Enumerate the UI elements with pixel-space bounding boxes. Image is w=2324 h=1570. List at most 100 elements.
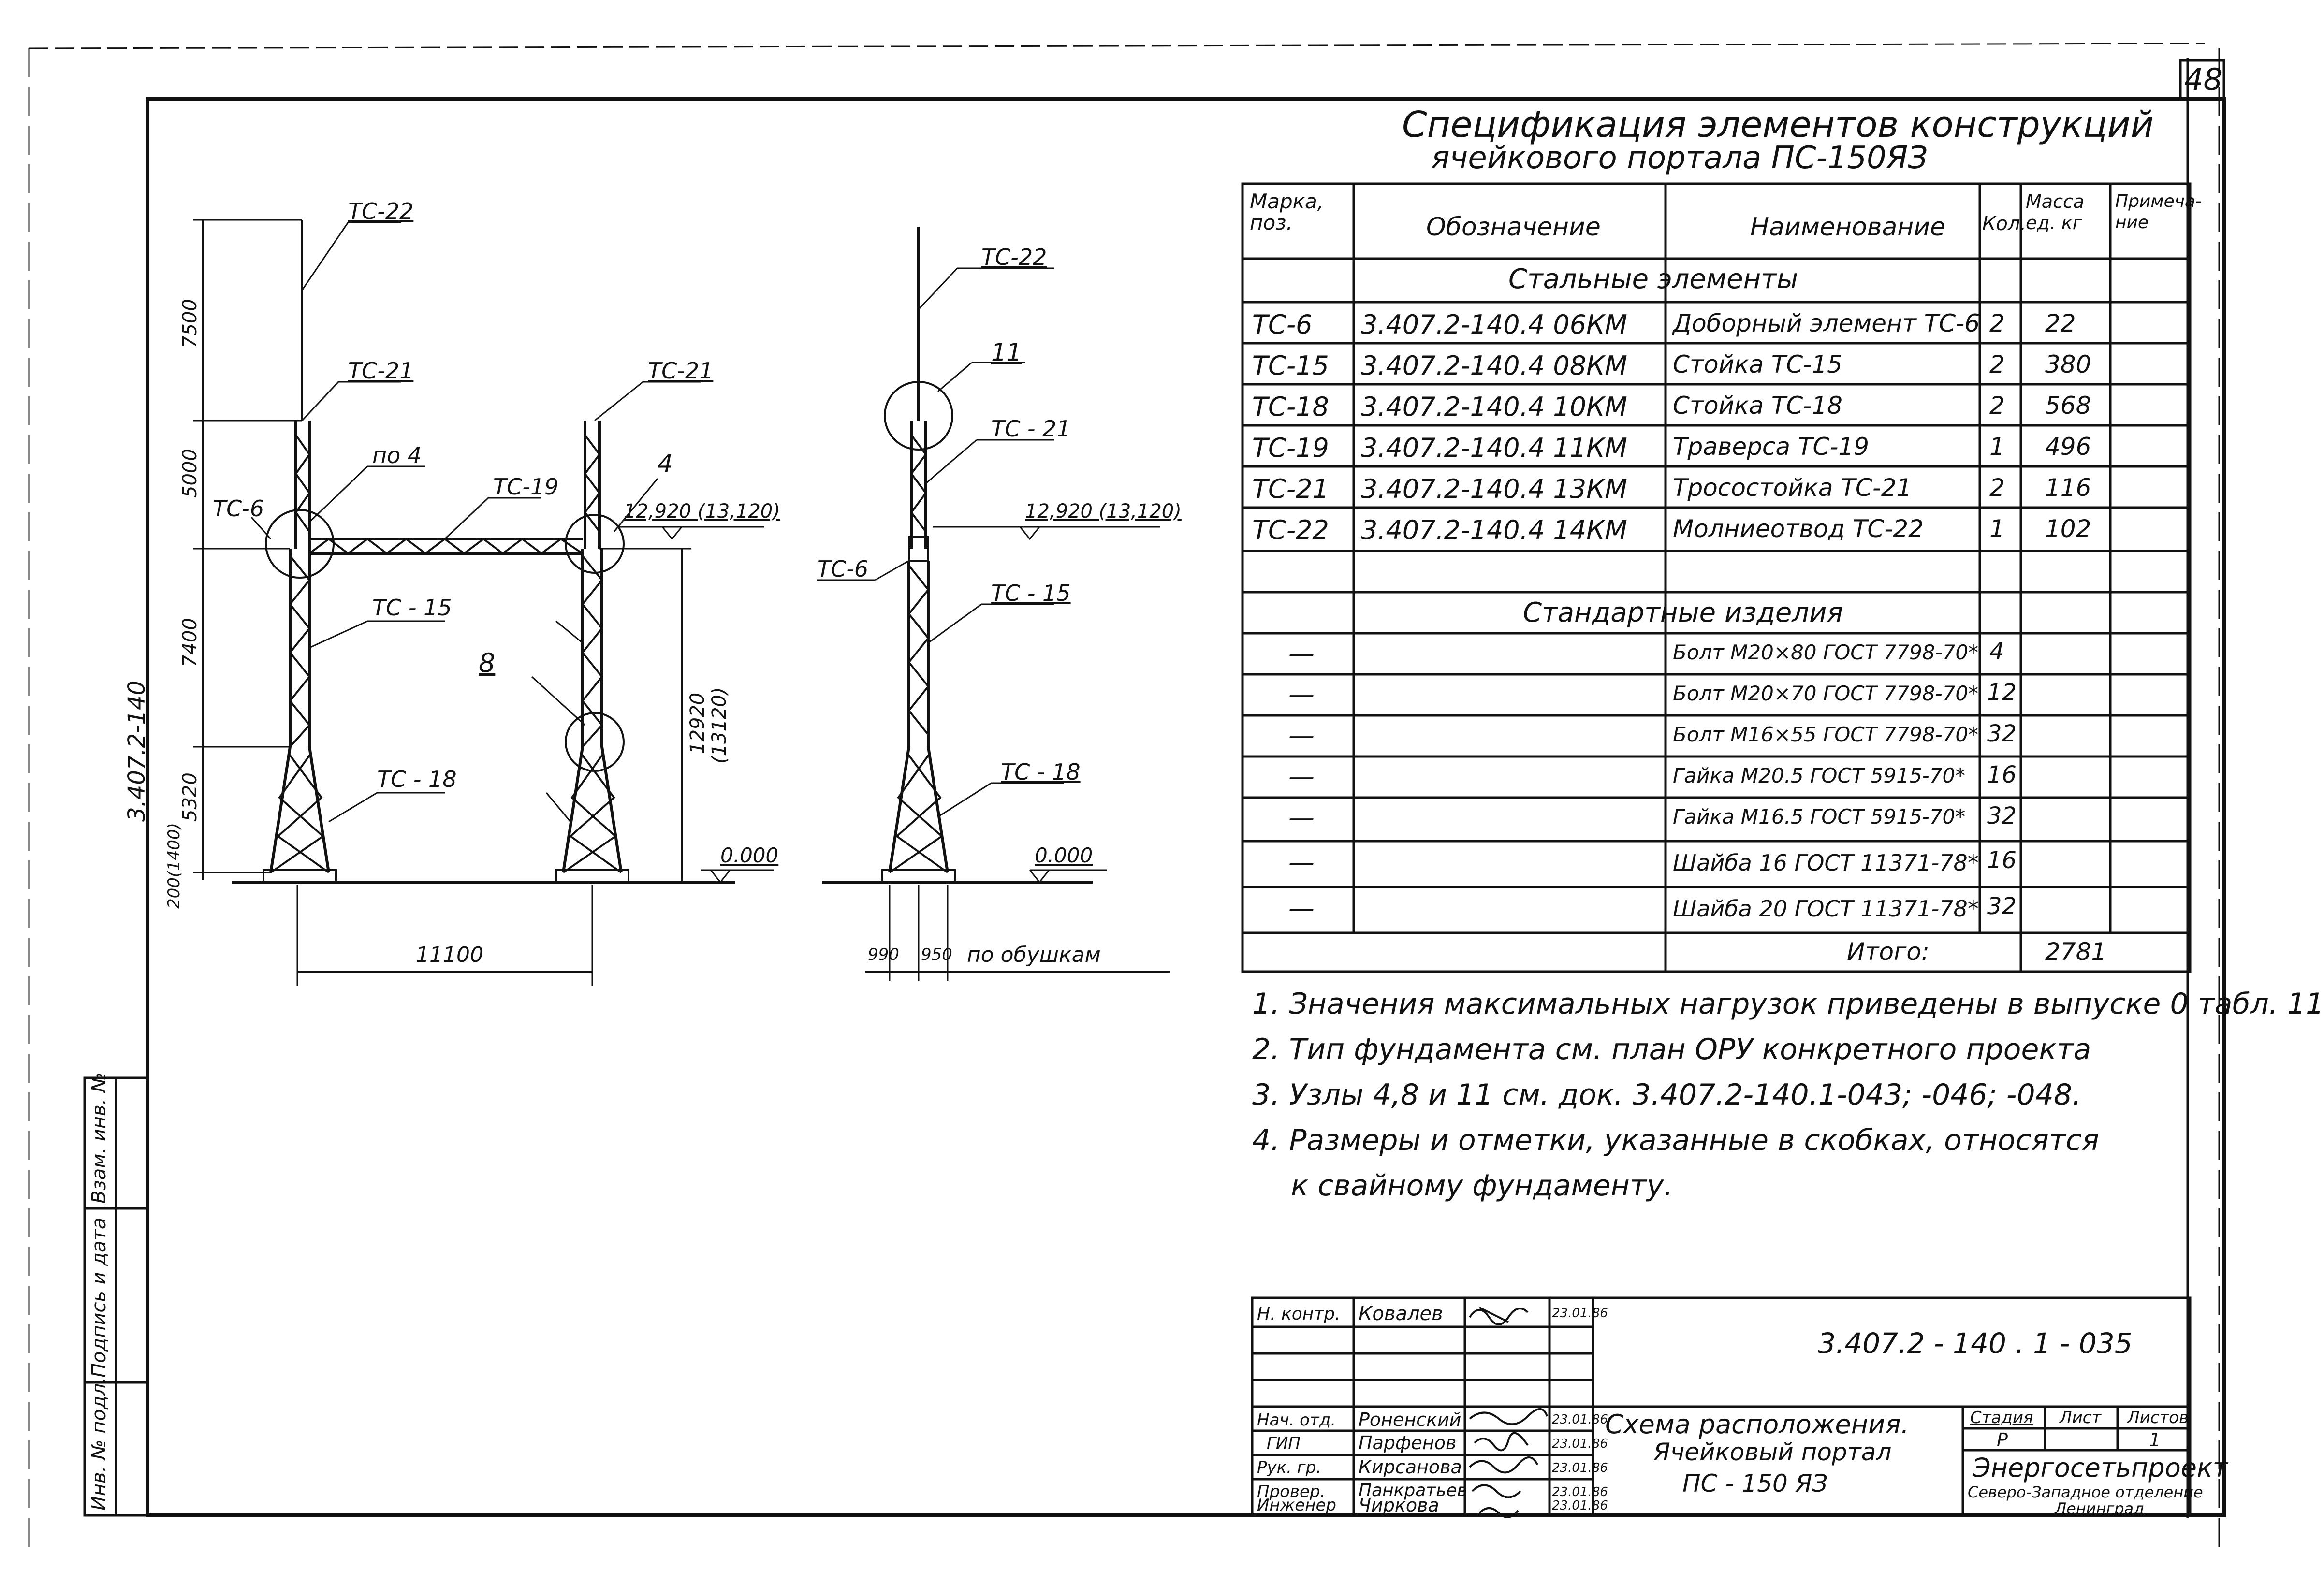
sig-name: Ковалев (1359, 1303, 1443, 1325)
sig-role: Нач. отд. (1257, 1410, 1336, 1430)
row-mass: 102 (2045, 515, 2091, 543)
header-designation: Обозначение (1426, 213, 1601, 242)
header-mass: Масса ед. кг (2026, 191, 2085, 233)
row-designation: 3.407.2-140.4 06КМ (1361, 309, 1627, 340)
row-name: Шайба 16 ГОСТ 11371-78* (1673, 850, 1979, 876)
label-po4: по 4 (372, 442, 422, 468)
label-tc18: ТС - 18 (377, 766, 457, 792)
section-standard: Стандартные изделия (1523, 597, 1843, 628)
row-name: Тросостойка ТС-21 (1673, 474, 1912, 502)
total-value: 2781 (2045, 938, 2107, 966)
row-mark: ТС-22 (1252, 515, 1329, 545)
row-designation: 3.407.2-140.4 11КМ (1361, 433, 1627, 463)
row-mark: ТС-21 (1252, 474, 1329, 504)
desc-line2: Ячейковый портал (1653, 1438, 1892, 1466)
dim-950: 950 (921, 945, 952, 964)
row-name: Болт М16×55 ГОСТ 7798-70* (1673, 723, 1979, 746)
row-qty: 16 (1987, 761, 2017, 788)
label-tc19: ТС-19 (493, 474, 559, 500)
sig-name: Парфенов (1359, 1432, 1457, 1454)
header-qty: Кол. (1982, 213, 2027, 235)
org-sub1: Северо-Западное отделение (1968, 1483, 2203, 1501)
dim-7400: 7400 (179, 618, 201, 667)
row-mark: — (1288, 761, 1315, 792)
sig-date: 23.01.86 (1552, 1412, 1608, 1427)
row-designation: 3.407.2-140.4 10КМ (1361, 392, 1627, 422)
row-name: Гайка М20.5 ГОСТ 5915-70* (1673, 764, 1966, 787)
side-box-inv: Инв. № подл. (88, 1377, 110, 1511)
row-qty: 32 (1987, 720, 2017, 747)
sig-role: Рук. гр. (1257, 1458, 1322, 1477)
dim-990: 990 (868, 945, 899, 964)
sig-name: Панкратьев (1359, 1481, 1467, 1500)
row-mass: 22 (2045, 309, 2076, 337)
label-8: 8 (479, 648, 496, 678)
header-note: Примеча- ние (2115, 191, 2202, 233)
row-qty: 12 (1987, 679, 2017, 706)
dim-height: 12920 (687, 692, 709, 754)
desc-line1: Схема расположения. (1605, 1409, 1909, 1439)
row-mark: — (1288, 679, 1315, 710)
dim-5320: 5320 (179, 772, 201, 822)
row-qty: 1 (1989, 515, 2005, 543)
row-qty: 2 (1989, 474, 2005, 502)
header-name: Наименование (1750, 213, 1946, 242)
row-designation: 3.407.2-140.4 14КМ (1361, 515, 1627, 545)
label-tc21-right: ТС-21 (648, 358, 714, 384)
row-qty: 2 (1989, 392, 2005, 420)
spec-title-line2: ячейкового портала ПС-150ЯЗ (1431, 140, 1928, 176)
side-box-podpis: Подпись и дата (88, 1217, 110, 1378)
sheet-number: 48 (2184, 62, 2222, 97)
row-name: Болт М20×80 ГОСТ 7798-70* (1673, 640, 1979, 664)
label-tc22-side: ТС-22 (981, 244, 1047, 270)
sheet-label: Лист (2060, 1408, 2102, 1427)
note-4: 4. Размеры и отметки, указанные в скобка… (1252, 1123, 2099, 1157)
row-name: Молниеотвод ТС-22 (1673, 515, 1924, 543)
dim-span: 11100 (416, 943, 483, 967)
notes: 1. Значения максимальных нагрузок привед… (1252, 981, 2324, 1208)
elev-zero-left: 0.000 (720, 843, 779, 867)
row-mark: — (1288, 802, 1315, 833)
note-3: 3. Узлы 4,8 и 11 см. док. 3.407.2-140.1-… (1252, 1078, 2082, 1112)
row-qty: 2 (1989, 309, 2005, 337)
row-mark: ТС-6 (1252, 309, 1313, 340)
label-4: 4 (658, 450, 673, 478)
label-tc21: ТС-21 (348, 358, 414, 384)
row-mark: — (1288, 847, 1315, 877)
row-mass: 496 (2045, 433, 2091, 461)
note-5: к свайному фундаменту. (1291, 1169, 1673, 1203)
sig-date: 23.01.86 (1552, 1461, 1608, 1475)
label-tc6: ТС-6 (213, 495, 264, 522)
sig-date: 23.01.86 (1552, 1437, 1608, 1451)
sheets-label: Листов (2127, 1408, 2189, 1427)
sig-name: Чиркова (1359, 1495, 1439, 1516)
note-1: 1. Значения максимальных нагрузок привед… (1252, 987, 2324, 1021)
dim-5000: 5000 (179, 449, 201, 498)
sheets-value: 1 (2149, 1429, 2161, 1451)
label-tc6-side: ТС-6 (817, 556, 869, 582)
sig-role: Н. контр. (1257, 1304, 1341, 1324)
dim-height-alt: (13120) (708, 687, 731, 764)
total-label: Итого: (1847, 938, 1929, 966)
side-box-vzam: Взам. инв. № (88, 1072, 110, 1204)
row-designation: 3.407.2-140.4 08КМ (1361, 350, 1627, 381)
row-name: Стойка ТС-18 (1673, 392, 1842, 420)
note-2: 2. Тип фундамента см. план ОРУ конкретно… (1252, 1032, 2091, 1066)
row-name: Гайка М16.5 ГОСТ 5915-70* (1673, 805, 1966, 829)
row-qty: 32 (1987, 802, 2017, 829)
desc-line3: ПС - 150 ЯЗ (1682, 1469, 1828, 1497)
label-tc21-side: ТС - 21 (991, 416, 1071, 442)
elev-top-side: 12,920 (13,120) (1025, 500, 1182, 523)
sig-name: Кирсанова (1359, 1456, 1462, 1478)
row-qty: 2 (1989, 350, 2005, 378)
sig-role: Провер. (1257, 1482, 1326, 1501)
sig-name: Роненский (1359, 1409, 1462, 1430)
row-qty: 32 (1987, 893, 2017, 920)
row-name: Траверса ТС-19 (1673, 433, 1870, 461)
dim-200: 200(1400) (164, 823, 184, 909)
row-qty: 1 (1989, 433, 2005, 461)
elev-top-left: 12,920 (13,120) (624, 500, 780, 523)
stage-label: Стадия (1970, 1408, 2033, 1427)
